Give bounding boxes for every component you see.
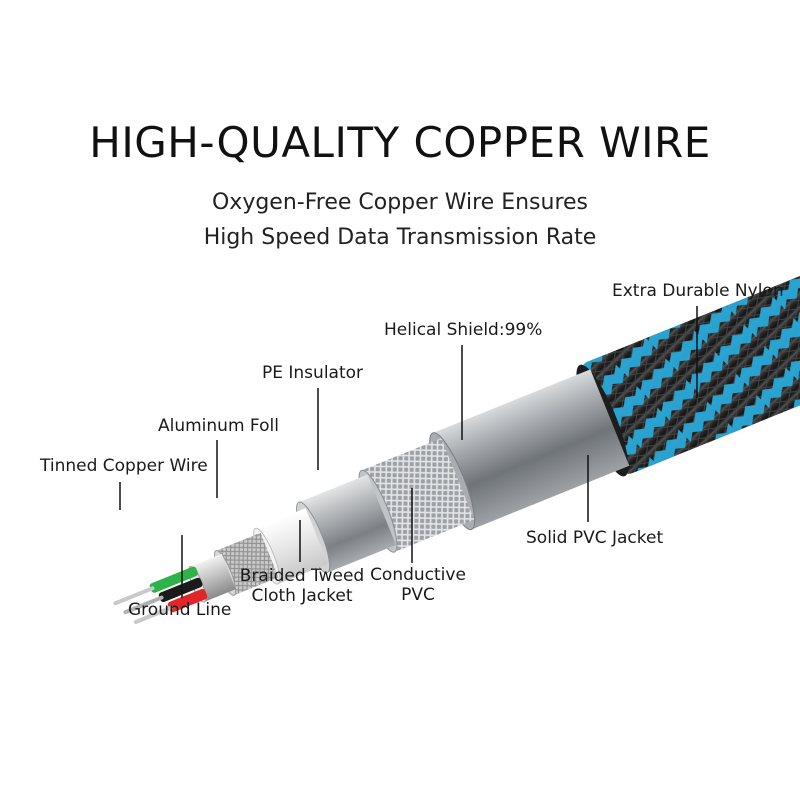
label-aluminum-foil: Aluminum Foll [158, 416, 279, 436]
label-braided-line2: Cloth Jacket [251, 586, 353, 606]
label-tinned-copper-wire: Tinned Copper Wire [40, 456, 208, 476]
subtitle-line-2: High Speed Data Transmission Rate [203, 225, 597, 250]
label-extra-durable-nylon: Extra Durable Nylon [612, 281, 784, 301]
label-conductive-line2: PVC [401, 585, 435, 605]
subtitle-line-1: Oxygen-Free Copper Wire Ensures [211, 190, 589, 215]
inner-wires [113, 566, 208, 624]
leader-lines [119, 306, 698, 598]
label-braided-tweed: Braided Tweed Cloth Jacket [234, 566, 370, 606]
label-conductive-pvc: Conductive PVC [368, 565, 468, 605]
page-title: HIGH-QUALITY COPPER WIRE [89, 118, 711, 167]
label-ground-line: Ground Line [128, 600, 232, 620]
label-helical-shield: Helical Shield:99% [384, 320, 543, 340]
label-solid-pvc-jacket: Solid PVC Jacket [526, 528, 664, 548]
label-conductive-line1: Conductive [370, 565, 466, 585]
label-braided-line1: Braided Tweed [239, 566, 365, 586]
label-pe-insulator: PE Insulator [262, 363, 364, 383]
